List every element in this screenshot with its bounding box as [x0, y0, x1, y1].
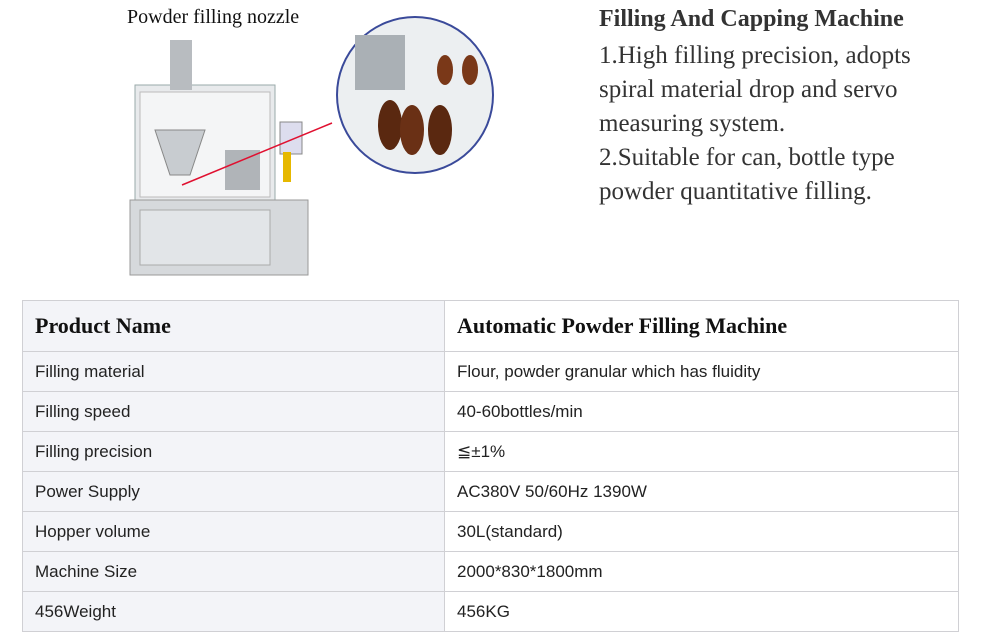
spec-value: ≦±1% — [444, 431, 959, 472]
table-row: Filling precision≦±1% — [22, 431, 959, 472]
figure-caption: Powder filling nozzle — [127, 6, 300, 28]
filling-machine-illustration — [129, 16, 494, 276]
spec-key: Filling material — [22, 351, 445, 392]
header-key: Product Name — [22, 300, 445, 352]
table-header-row: Product Name Automatic Powder Filling Ma… — [22, 300, 959, 352]
spec-value: 2000*830*1800mm — [444, 551, 959, 592]
spec-key: Hopper volume — [22, 511, 445, 552]
product-info: Filling And Capping Machine 1.High filli… — [599, 6, 969, 209]
product-title: Filling And Capping Machine — [599, 6, 904, 32]
header-value: Automatic Powder Filling Machine — [444, 300, 959, 352]
spec-key: Power Supply — [22, 471, 445, 512]
feature-point: 1.High filling precision, adopts spiral … — [599, 42, 911, 137]
spec-key: Filling speed — [22, 391, 445, 432]
machine-image: Powder filling nozzle — [100, 0, 500, 295]
spec-table: Product Name Automatic Powder Filling Ma… — [22, 300, 959, 632]
spec-key: Machine Size — [22, 551, 445, 592]
spec-value: AC380V 50/60Hz 1390W — [444, 471, 959, 512]
feature-point: 2.Suitable for can, bottle type powder q… — [599, 144, 895, 205]
spec-value: Flour, powder granular which has fluidit… — [444, 351, 959, 392]
spec-value: 456KG — [444, 591, 959, 632]
spec-key: Filling precision — [22, 431, 445, 472]
spec-value: 30L(standard) — [444, 511, 959, 552]
spec-key: 456Weight — [22, 591, 445, 632]
spec-value: 40-60bottles/min — [444, 391, 959, 432]
